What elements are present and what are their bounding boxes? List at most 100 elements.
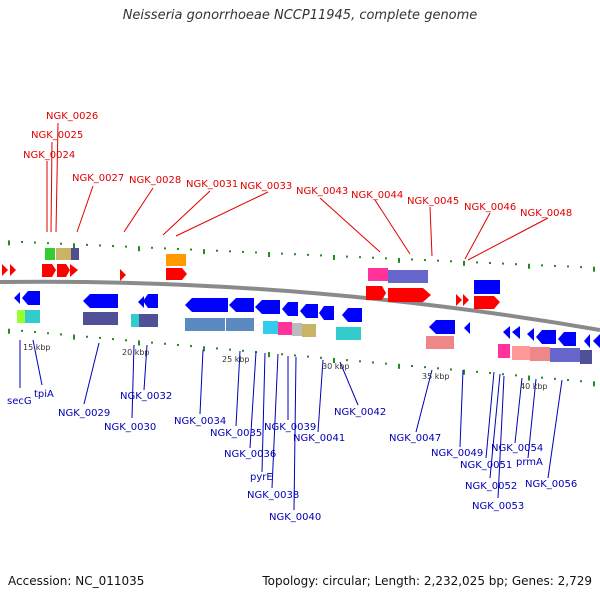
bottom-feature-boxes <box>17 310 592 364</box>
tick-mark <box>346 255 348 258</box>
gene-label: NGK_0056 <box>525 479 577 490</box>
reverse-gene-arrow <box>22 291 40 305</box>
tick-mark <box>216 347 218 350</box>
gene-label: NGK_0040 <box>269 512 321 523</box>
tick-mark <box>476 370 478 373</box>
forward-gene-arrow <box>366 286 386 300</box>
tick-mark <box>437 259 439 262</box>
gene-label: NGK_0053 <box>472 501 524 512</box>
tick-mark <box>489 372 491 375</box>
gene-label: NGK_0033 <box>240 181 292 192</box>
cds-box <box>45 248 55 260</box>
tick-mark <box>580 266 582 269</box>
cds-box <box>388 270 428 283</box>
gene-label: NGK_0025 <box>31 130 83 141</box>
reverse-gene-arrow <box>593 334 600 348</box>
tick-mark <box>346 359 348 362</box>
tick-mark <box>502 373 504 376</box>
cds-box <box>263 321 278 334</box>
tick-mark <box>528 375 530 381</box>
gene-label: prmA <box>516 457 543 468</box>
tick-mark <box>190 345 192 348</box>
forward-gene-arrow <box>456 294 462 306</box>
tick-mark <box>112 338 114 341</box>
cds-box <box>25 310 40 323</box>
tick-mark <box>515 374 517 377</box>
tick-mark <box>177 343 179 346</box>
tick-mark <box>229 250 231 253</box>
tick-label: 15 kbp <box>23 343 51 352</box>
bottom-gene-labels: secG tpiA NGK_0029 NGK_0030 NGK_0032 NGK… <box>7 389 577 523</box>
genome-stats-text: Topology: circular; Length: 2,232,025 bp… <box>262 574 592 588</box>
top-gene-labels: NGK_0026 NGK_0025 NGK_0024 NGK_0027 NGK_… <box>23 111 572 219</box>
tick-mark <box>242 250 244 253</box>
tick-mark <box>73 243 75 249</box>
tick-mark <box>372 256 374 259</box>
top-leader-lines <box>46 122 549 261</box>
cds-box <box>336 327 361 340</box>
tick-mark <box>60 333 62 336</box>
tick-mark <box>307 253 309 256</box>
tick-mark <box>593 381 595 387</box>
forward-gene-arrow <box>70 264 78 277</box>
gene-label: NGK_0045 <box>407 196 459 207</box>
reverse-gene-arrow <box>143 294 158 308</box>
reverse-genes-row1 <box>14 291 600 348</box>
gene-label: NGK_0031 <box>186 179 238 190</box>
cds-box <box>498 344 510 358</box>
tick-mark <box>463 369 465 375</box>
cds-box <box>226 318 254 331</box>
gene-label: NGK_0049 <box>431 448 483 459</box>
tick-mark <box>398 257 400 263</box>
gene-label: NGK_0042 <box>334 407 386 418</box>
tick-mark <box>372 361 374 364</box>
gene-label: NGK_0032 <box>120 391 172 402</box>
gene-label: NGK_0041 <box>293 433 345 444</box>
reverse-gene-arrow <box>536 330 556 344</box>
tick-mark <box>541 376 543 379</box>
tick-mark <box>8 328 10 334</box>
reverse-gene-arrow <box>138 296 144 308</box>
tick-mark <box>554 264 556 267</box>
tick-mark <box>320 356 322 359</box>
reverse-gene-arrow <box>342 308 362 322</box>
reverse-gene-arrow <box>300 304 318 318</box>
cds-box <box>166 254 186 266</box>
cds-box <box>550 348 580 362</box>
cds-box <box>302 324 316 337</box>
tick-mark <box>515 263 517 266</box>
forward-gene-arrow <box>2 264 8 276</box>
gene-label: NGK_0028 <box>129 175 181 186</box>
tick-mark <box>8 240 10 246</box>
gene-label: NGK_0038 <box>247 490 299 501</box>
tick-mark <box>359 360 361 363</box>
cds-box <box>368 268 388 281</box>
reverse-gene-arrow <box>14 292 20 304</box>
tick-mark <box>580 380 582 383</box>
tick-mark <box>554 377 556 380</box>
tick-mark <box>437 367 439 370</box>
forward-gene-arrow <box>10 264 16 276</box>
tick-mark <box>60 242 62 245</box>
genome-backbone <box>0 279 600 332</box>
tick-mark <box>489 262 491 265</box>
tick-mark <box>138 340 140 346</box>
tick-mark <box>99 244 101 247</box>
cds-box <box>530 347 550 361</box>
reverse-gene-arrow <box>83 294 118 308</box>
tick-mark <box>424 366 426 369</box>
gene-label: NGK_0048 <box>520 208 572 219</box>
reverse-gene-arrow <box>229 298 254 312</box>
forward-gene-arrow <box>57 264 70 277</box>
cds-box <box>185 318 225 331</box>
tick-label: 40 kbp <box>520 382 548 391</box>
forward-gene-arrow <box>474 280 500 294</box>
tick-mark <box>567 379 569 382</box>
tick-label: 30 kbp <box>322 362 350 371</box>
gene-label: NGK_0054 <box>491 443 543 454</box>
tick-mark <box>125 339 127 342</box>
tick-mark <box>73 334 75 340</box>
tick-mark <box>281 353 283 356</box>
reverse-gene-arrow <box>429 320 455 334</box>
